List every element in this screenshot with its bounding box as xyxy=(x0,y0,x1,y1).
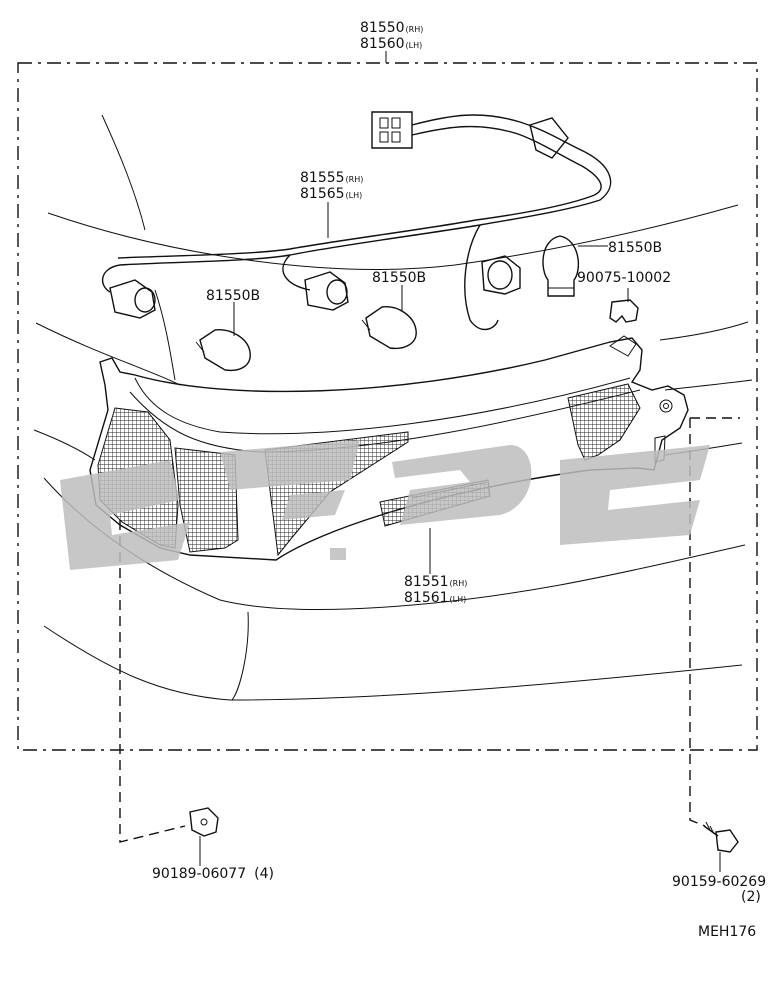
watermark-logo xyxy=(60,440,710,570)
leader-lines xyxy=(199,202,721,872)
svg-text:81551(RH): 81551(RH) xyxy=(404,574,467,590)
bulb-socket-right xyxy=(481,255,521,295)
assembly-frame xyxy=(17,62,758,751)
car-body-outline xyxy=(33,114,753,701)
retainer-clip xyxy=(189,807,219,837)
svg-text:81560(LH): 81560(LH) xyxy=(360,36,422,52)
wire-harness xyxy=(101,111,612,331)
socket-wire-label: 81555(RH) 81565(LH) xyxy=(300,170,363,202)
bulb-label-right: 81550B xyxy=(608,240,662,256)
bulb-right xyxy=(542,235,580,297)
bulb-label-middle: 81550B xyxy=(372,270,426,286)
svg-text:81550(RH): 81550(RH) xyxy=(360,20,423,36)
bulb-left xyxy=(195,329,251,372)
svg-text:81555(RH): 81555(RH) xyxy=(300,170,363,186)
bulb-label-left: 81550B xyxy=(206,288,260,304)
mount-line-right xyxy=(689,417,740,827)
bulb-middle xyxy=(361,306,417,350)
retainer-label: 90189-06077(4) xyxy=(152,866,274,882)
assembly-label: 81550(RH) 81560(LH) xyxy=(360,20,423,52)
drawing-code: MEH176 xyxy=(698,924,756,940)
mounting-screw xyxy=(703,821,739,853)
mount-line-left xyxy=(119,520,186,843)
screw-label: 90159-60269 xyxy=(672,874,766,890)
clip-part xyxy=(609,299,639,323)
bulb-socket-middle xyxy=(304,271,349,311)
svg-text:81561(LH): 81561(LH) xyxy=(404,590,466,606)
clip-label: 90075-10002 xyxy=(577,270,671,286)
bulb-socket-left xyxy=(109,279,156,319)
screw-qty-label: (2) xyxy=(741,889,761,905)
lens-label: 81551(RH) 81561(LH) xyxy=(404,574,467,606)
svg-text:81565(LH): 81565(LH) xyxy=(300,186,362,202)
